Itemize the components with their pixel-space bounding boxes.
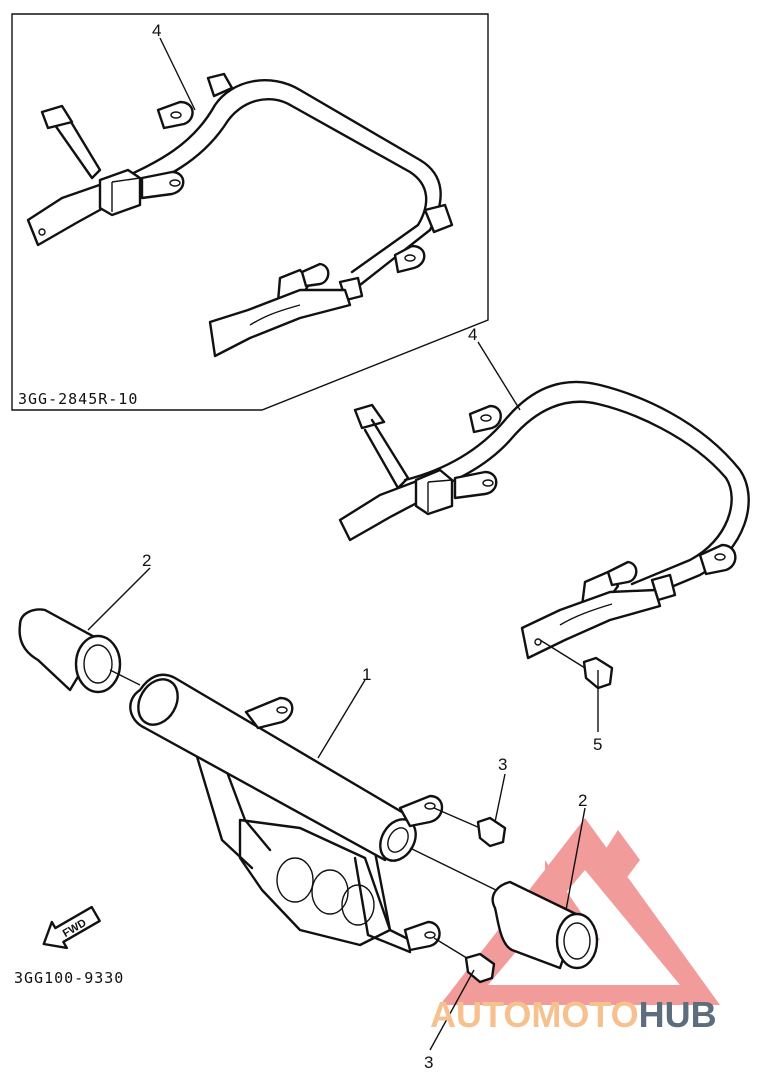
leader-lines bbox=[87, 37, 599, 1051]
callout-2-left: 2 bbox=[142, 551, 151, 570]
callout-3-lower: 3 bbox=[424, 1053, 433, 1072]
watermark-text-b: HUB bbox=[639, 994, 717, 1035]
callout-2-right: 2 bbox=[578, 791, 587, 810]
callout-4-inset: 4 bbox=[152, 21, 161, 40]
inset-part-code: 3GG-2845R-10 bbox=[18, 390, 138, 408]
bolt-3-lower bbox=[433, 937, 496, 984]
callout-5: 5 bbox=[593, 735, 602, 754]
bar-pad-right bbox=[491, 880, 599, 970]
bar-pad-left bbox=[18, 608, 141, 694]
callout-3-upper: 3 bbox=[498, 755, 507, 774]
watermark-triangle-icon bbox=[440, 818, 720, 1005]
bolt-5 bbox=[539, 639, 614, 690]
inset-frame bbox=[11, 13, 489, 411]
main-part-code: 3GG100-9330 bbox=[14, 969, 124, 987]
engine-guard-bar bbox=[129, 673, 501, 954]
callout-4-main: 4 bbox=[468, 325, 477, 344]
main-grab-bar bbox=[338, 380, 750, 660]
watermark-text: AUTOMOTOHUB bbox=[430, 994, 717, 1035]
inset-grab-bar bbox=[26, 72, 454, 358]
bolt-3-upper bbox=[433, 807, 507, 848]
fwd-arrow: FWD bbox=[42, 905, 101, 950]
watermark-text-a: AUTOMOTO bbox=[430, 994, 639, 1035]
callout-1: 1 bbox=[362, 665, 371, 684]
